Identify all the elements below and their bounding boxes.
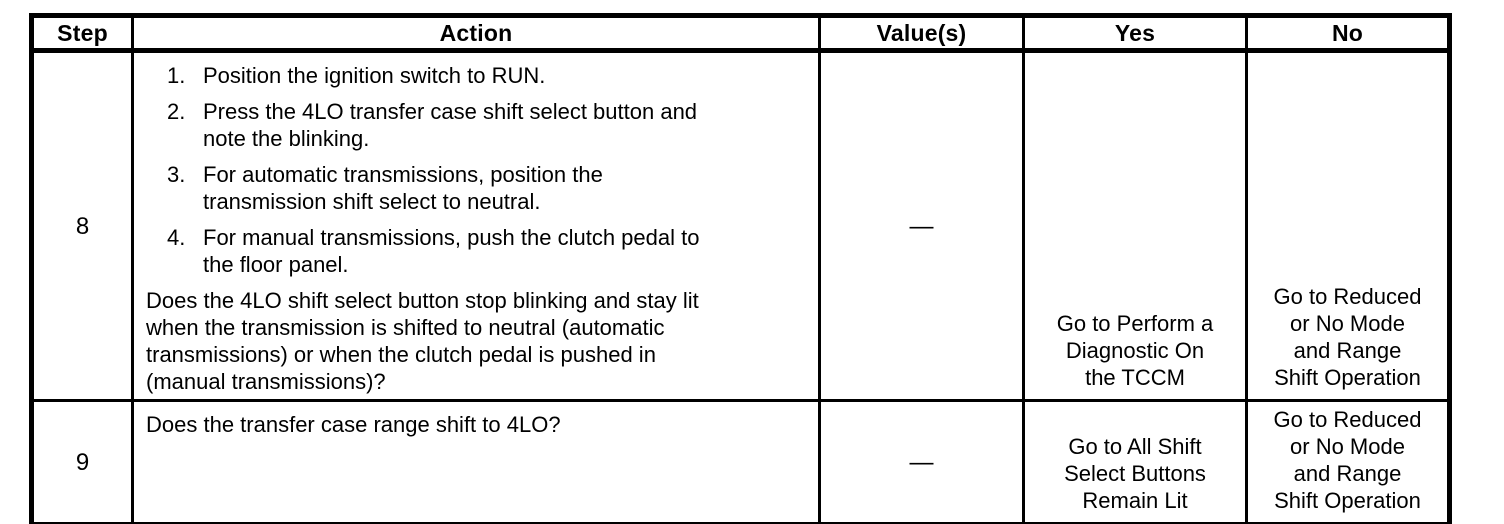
step-cell: 8 bbox=[30, 49, 134, 402]
action-cell: Does the transfer case range shift to 4L… bbox=[131, 399, 821, 524]
list-item: 4. For manual transmissions, push the cl… bbox=[167, 224, 810, 278]
list-item-number: 3. bbox=[167, 162, 186, 187]
list-item: 3. For automatic transmissions, position… bbox=[167, 161, 810, 215]
diagnostic-table: Step Action Value(s) Yes No 8 1. Positio… bbox=[29, 13, 1452, 524]
question-text: Does the transfer case range shift to 4L… bbox=[146, 412, 561, 437]
col-header-action: Action bbox=[131, 14, 821, 53]
header-row: Step Action Value(s) Yes No bbox=[30, 14, 1451, 53]
list-item-text: Position the ignition switch to RUN. bbox=[203, 63, 546, 88]
action-cell: 1. Position the ignition switch to RUN. … bbox=[131, 49, 821, 402]
list-item-number: 1. bbox=[167, 63, 186, 88]
col-header-step: Step bbox=[30, 14, 134, 53]
yes-cell: Go to Perform a Diagnostic On the TCCM bbox=[1022, 49, 1248, 402]
col-header-yes: Yes bbox=[1022, 14, 1248, 53]
col-header-values: Value(s) bbox=[818, 14, 1025, 53]
list-item-number: 2. bbox=[167, 99, 186, 124]
list-item: 1. Position the ignition switch to RUN. bbox=[167, 62, 810, 89]
list-item-text: For automatic transmissions, position th… bbox=[203, 162, 603, 214]
table-row-step-8: 8 1. Position the ignition switch to RUN… bbox=[30, 49, 1451, 402]
table-row-step-9: 9 Does the transfer case range shift to … bbox=[30, 399, 1451, 524]
list-item: 2. Press the 4LO transfer case shift sel… bbox=[167, 98, 810, 152]
action-list: 1. Position the ignition switch to RUN. … bbox=[167, 62, 810, 278]
step-cell: 9 bbox=[30, 399, 134, 524]
yes-cell: Go to All Shift Select Buttons Remain Li… bbox=[1022, 399, 1248, 524]
value-cell: — bbox=[818, 49, 1025, 402]
list-item-text: For manual transmissions, push the clutc… bbox=[203, 225, 700, 277]
list-item-text: Press the 4LO transfer case shift select… bbox=[203, 99, 698, 151]
question-text: Does the 4LO shift select button stop bl… bbox=[146, 288, 699, 394]
no-cell: Go to Reduced or No Mode and Range Shift… bbox=[1245, 399, 1451, 524]
value-cell: — bbox=[818, 399, 1025, 524]
no-cell: Go to Reduced or No Mode and Range Shift… bbox=[1245, 49, 1451, 402]
list-item-number: 4. bbox=[167, 225, 186, 250]
col-header-no: No bbox=[1245, 14, 1451, 53]
